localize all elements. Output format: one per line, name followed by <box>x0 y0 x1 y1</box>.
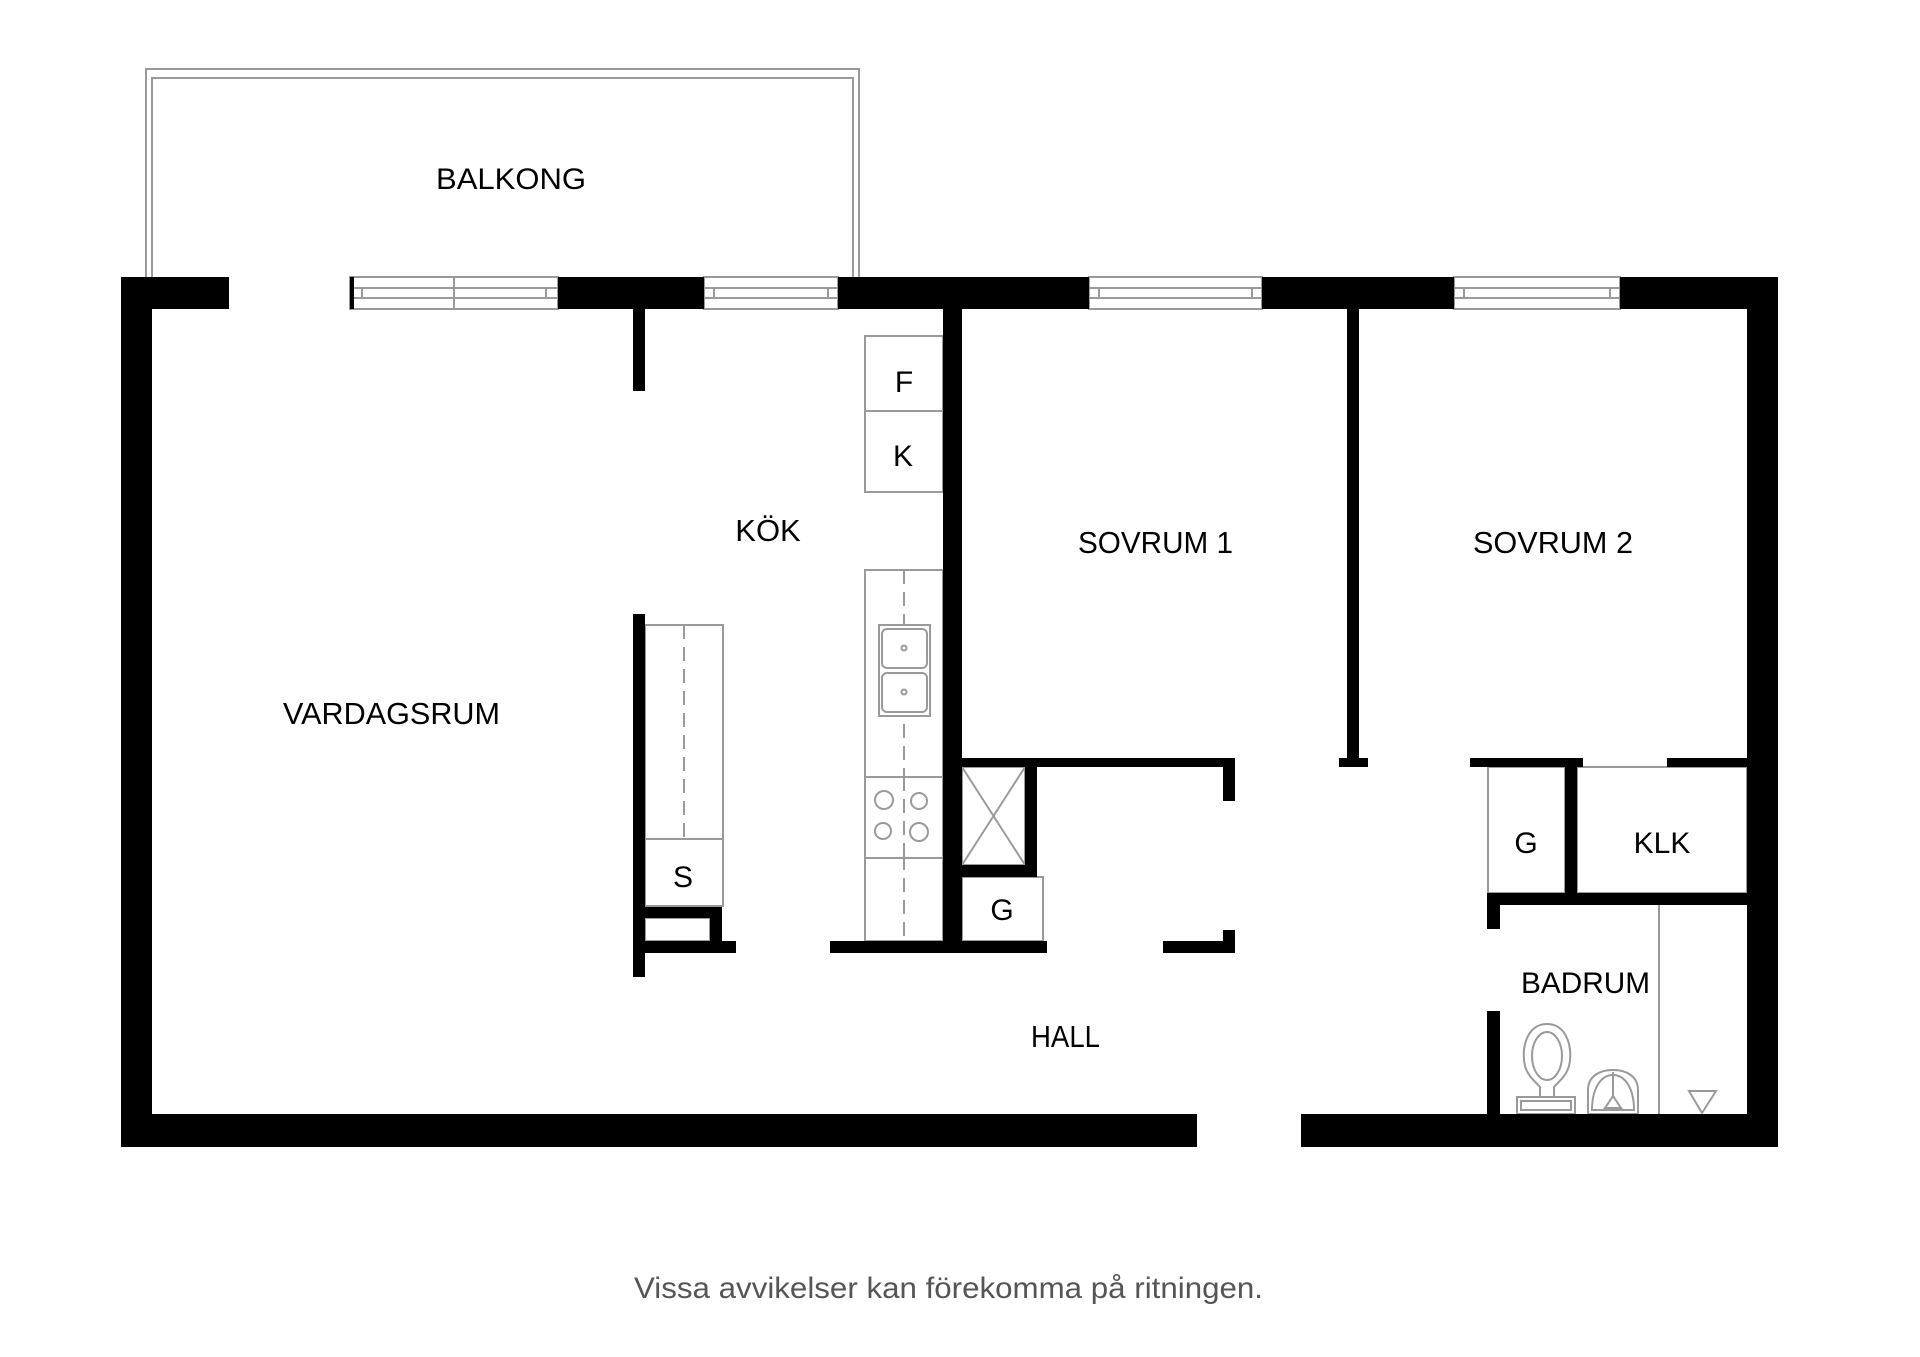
room-label-balkong: BALKONG <box>436 163 586 196</box>
washbasin-icon <box>1587 1068 1639 1115</box>
room-label-badrum: BADRUM <box>1521 967 1650 1000</box>
room-label-sovrum1: SOVRUM 1 <box>1078 525 1233 560</box>
drain-icon <box>1687 1090 1718 1115</box>
room-label-sovrum2: SOVRUM 2 <box>1473 525 1633 560</box>
fixture-label-g-hall: G <box>990 894 1013 927</box>
windows <box>349 276 1621 310</box>
kitchen-fixtures <box>644 335 1748 1115</box>
fixture-label-fridge: K <box>893 440 913 473</box>
fixture-label-freezer: F <box>895 366 913 399</box>
sink-icon <box>878 624 931 717</box>
room-label-kok: KÖK <box>735 513 801 548</box>
room-label-hall: HALL <box>1031 1019 1100 1054</box>
window-living <box>349 276 559 310</box>
room-label-vardagsrum: VARDAGSRUM <box>283 696 500 731</box>
fixture-label-s: S <box>673 861 693 894</box>
window-sovrum2 <box>1453 276 1621 310</box>
fixture-label-g-bedroom: G <box>1514 827 1537 860</box>
window-sovrum1 <box>1088 276 1263 310</box>
hall-wardrobe-box <box>961 876 1044 942</box>
stove-icon <box>864 776 944 859</box>
toilet-icon <box>1516 1022 1576 1115</box>
room-label-klk: KLK <box>1634 827 1691 860</box>
room-labels: BALKONG KÖK VARDAGSRUM SOVRUM 1 SOVRUM 2… <box>283 163 1690 1054</box>
balcony-outline <box>145 68 860 277</box>
fridge-box <box>864 410 944 493</box>
shaft-icon <box>961 766 1026 866</box>
window-kitchen <box>703 276 839 310</box>
walls <box>121 277 1778 1147</box>
footnote: Vissa avvikelser kan förekomma på ritnin… <box>634 1272 1263 1305</box>
